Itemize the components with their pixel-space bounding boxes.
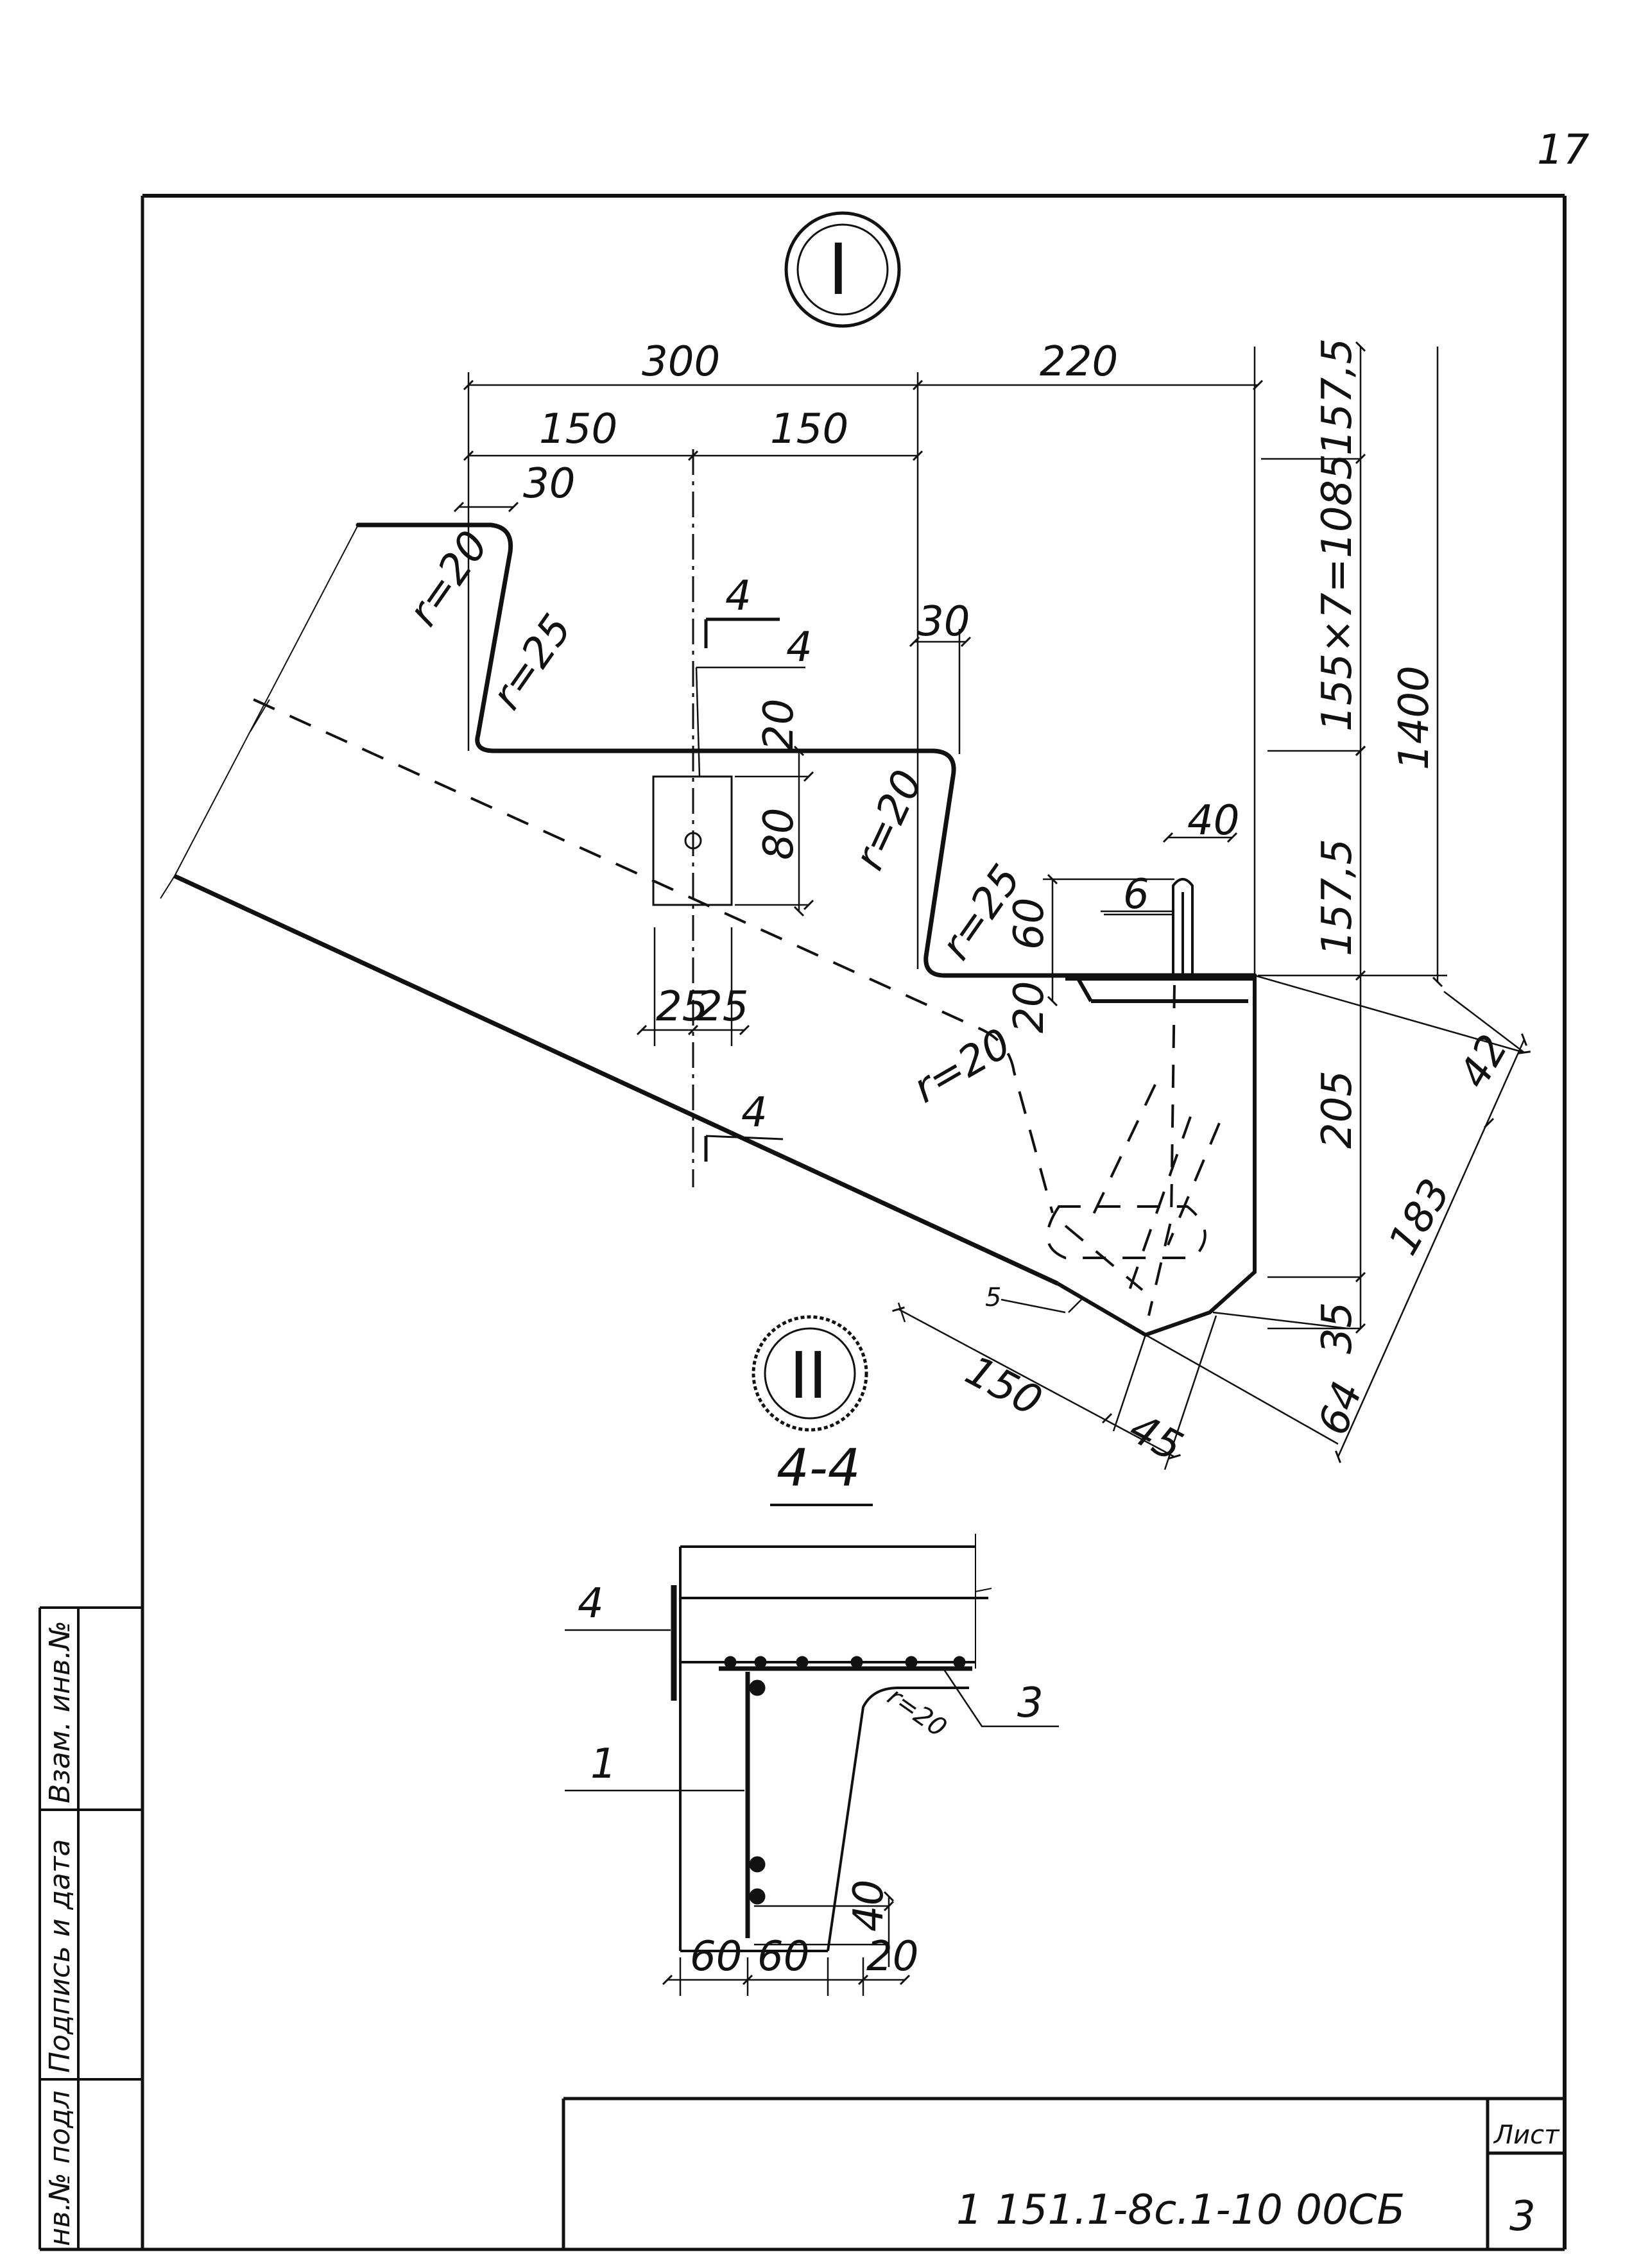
section-callout-4: 4 bbox=[578, 1580, 604, 1628]
callout-6: 6 bbox=[1123, 871, 1149, 918]
dim-35: 35 bbox=[1314, 1302, 1361, 1354]
dim-157-5-mid: 157,5 bbox=[1314, 839, 1361, 956]
rebar-hidden bbox=[253, 698, 1221, 1316]
section-dim-60-left: 60 bbox=[690, 1933, 742, 1980]
section-4-4-leaders bbox=[565, 1629, 1059, 1996]
section-callout-1: 1 bbox=[590, 1740, 617, 1788]
hook-6 bbox=[1172, 878, 1194, 975]
dim-80: 80 bbox=[755, 808, 803, 860]
drawing-frame bbox=[40, 194, 1567, 2251]
sheet-number: 3 bbox=[1509, 2193, 1536, 2240]
dimension-lines bbox=[453, 341, 1531, 1470]
dim-20-anchor: 20 bbox=[1006, 981, 1053, 1033]
section-dim-40: 40 bbox=[845, 1880, 893, 1932]
section-cut-marker bbox=[704, 617, 784, 1162]
document-code: 1 151.1-8с.1-10 00СБ bbox=[956, 2186, 1405, 2234]
section-radius-r20: r=20 bbox=[882, 1682, 952, 1744]
section-dim-20: 20 bbox=[866, 1933, 918, 1980]
radius-r20-top: r=20 bbox=[399, 523, 497, 635]
dim-150-right: 150 bbox=[770, 406, 848, 453]
section-4-4-rebar bbox=[719, 1656, 972, 1938]
dim-64: 64 bbox=[1309, 1376, 1371, 1441]
dim-30-top: 30 bbox=[523, 460, 575, 508]
section-cut-label-bottom: 4 bbox=[741, 1089, 768, 1137]
plate-4 bbox=[652, 449, 733, 1187]
node-I-label: I bbox=[828, 228, 848, 311]
dim-205: 205 bbox=[1314, 1070, 1361, 1149]
section-callout-3: 3 bbox=[1017, 1680, 1044, 1727]
node-I-marker bbox=[784, 211, 901, 328]
sheet-label: Лист bbox=[1493, 2120, 1560, 2150]
dim-183: 183 bbox=[1380, 1171, 1460, 1263]
page-number: 17 bbox=[1537, 126, 1590, 174]
dim-1400: 1400 bbox=[1391, 666, 1438, 770]
stamp-inv-orig: нв.№ подл bbox=[44, 2090, 76, 2246]
dim-60: 60 bbox=[1006, 898, 1053, 950]
radius-r20-mid: r=20 bbox=[845, 763, 932, 877]
dim-45: 45 bbox=[1121, 1405, 1190, 1472]
node-II-label: II bbox=[789, 1338, 827, 1413]
radius-r20-bottom: r=20 bbox=[906, 1020, 1019, 1113]
title-block bbox=[562, 2097, 1565, 2249]
dim-20-plate: 20 bbox=[755, 699, 803, 751]
section-cut-label-top: 4 bbox=[725, 572, 752, 620]
dim-150-bottom: 150 bbox=[958, 1347, 1049, 1426]
dim-300: 300 bbox=[642, 338, 720, 386]
callout-4: 4 bbox=[786, 624, 812, 671]
dim-25-right: 25 bbox=[696, 983, 748, 1031]
stamp-sign-date: Подпись и дата bbox=[44, 1839, 76, 2073]
node-II-marker bbox=[752, 1315, 868, 1432]
dim-40: 40 bbox=[1187, 797, 1239, 845]
dim-1085: 155×7=1085 bbox=[1314, 454, 1361, 732]
dim-220: 220 bbox=[1040, 338, 1118, 386]
section-dim-60-right: 60 bbox=[757, 1933, 809, 1980]
stamp-inv-replace: Взам. инв.№ bbox=[44, 1620, 76, 1803]
callout-5: 5 bbox=[985, 1283, 1001, 1312]
callout-leaders bbox=[695, 666, 1174, 1314]
dim-30-mid: 30 bbox=[918, 598, 970, 646]
dim-157-5-top: 157,5 bbox=[1314, 338, 1361, 456]
section-4-4-title: 4-4 bbox=[777, 1438, 861, 1498]
section-4-4-outline bbox=[671, 1534, 992, 1952]
dim-42: 42 bbox=[1450, 1027, 1518, 1096]
side-stamp bbox=[39, 1606, 142, 2249]
rebar-main bbox=[356, 522, 1257, 978]
dim-25-left: 25 bbox=[656, 983, 708, 1031]
dim-150-left: 150 bbox=[539, 406, 617, 453]
